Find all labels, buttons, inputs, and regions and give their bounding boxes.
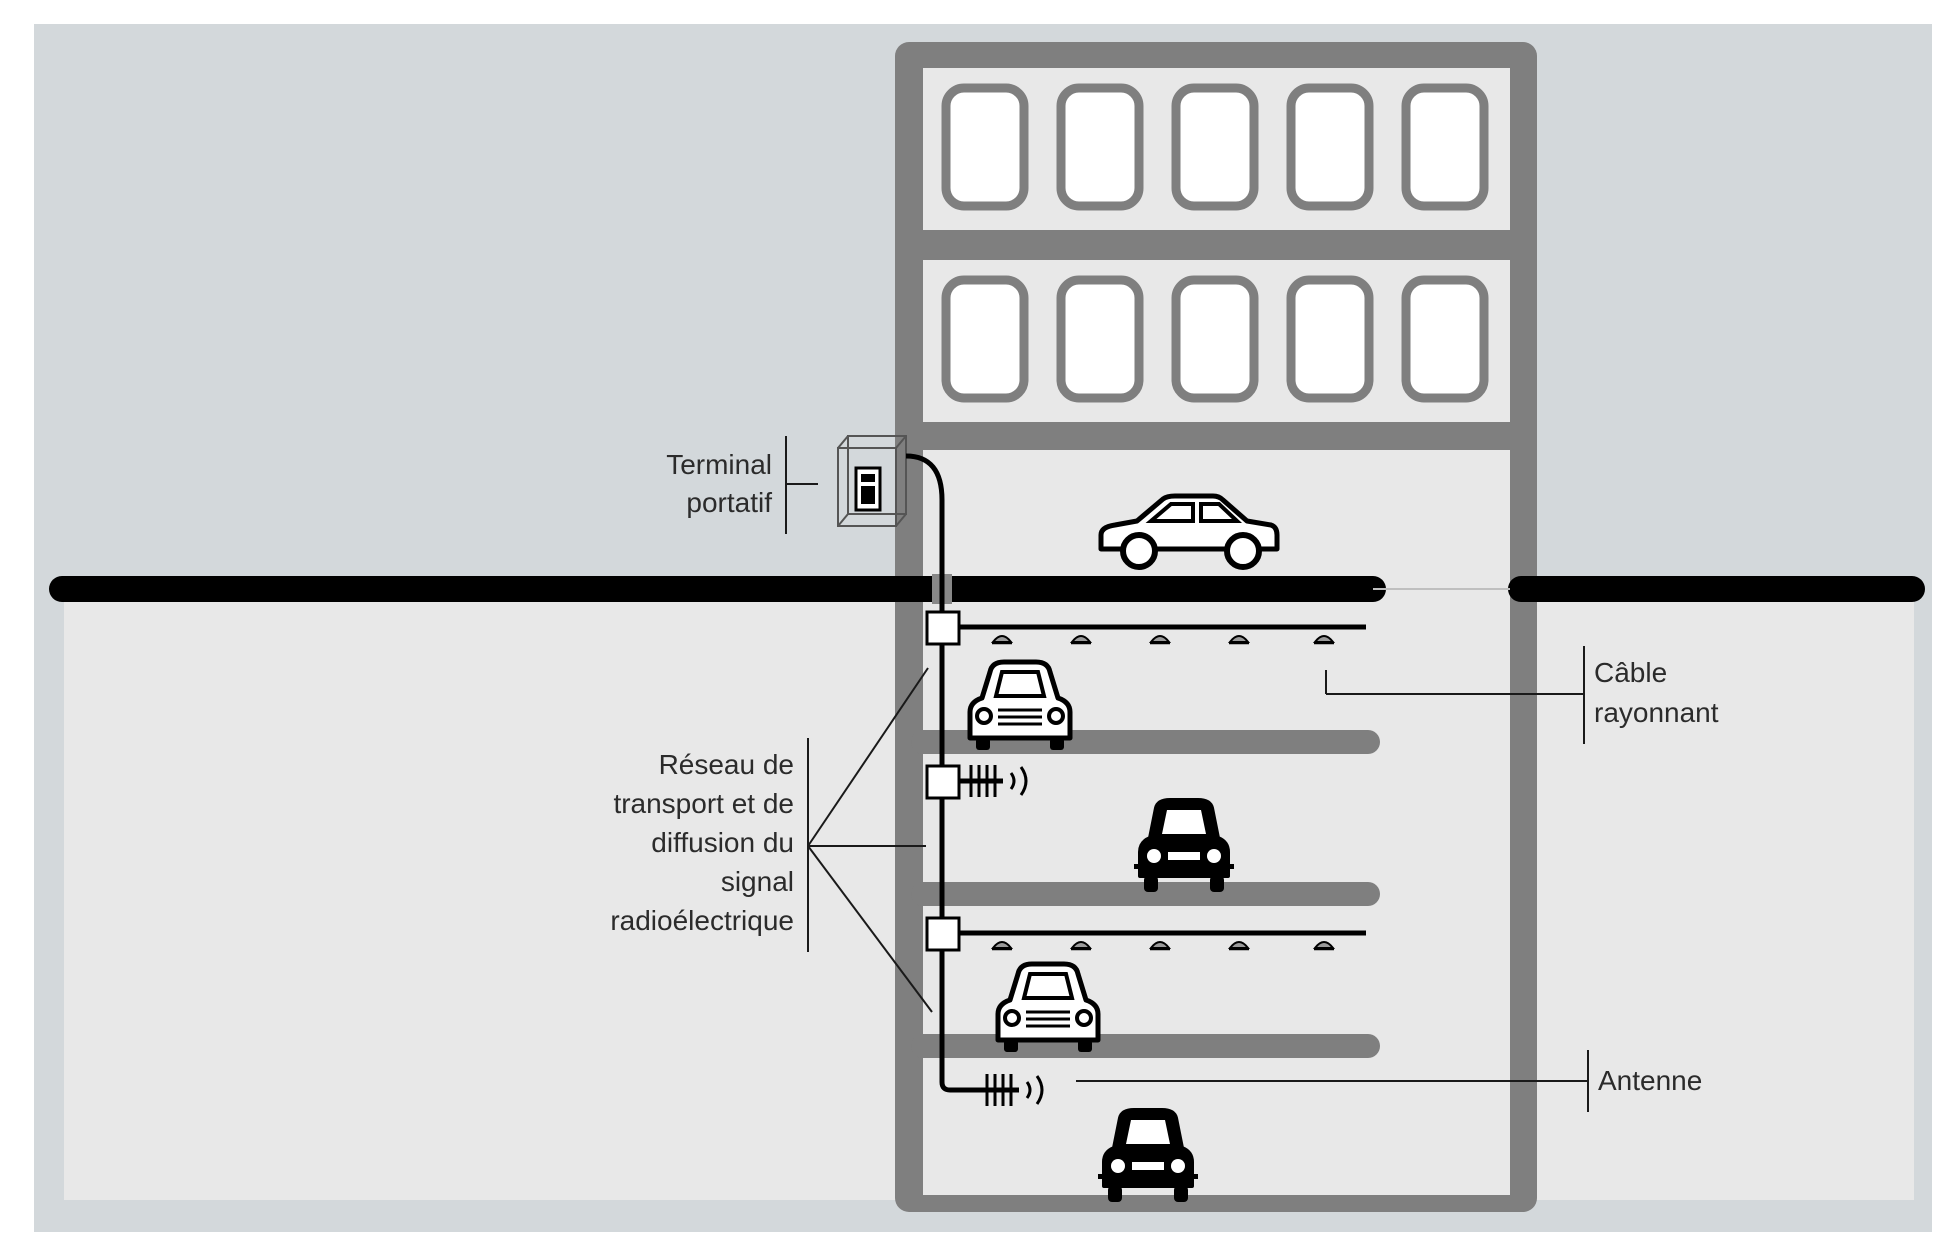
window [1171,275,1259,403]
coupler-box-icon [925,764,961,800]
window [1171,83,1259,211]
label-terminal: Terminal portatif [666,449,772,518]
label-cable: Câble rayonnant [1594,657,1719,728]
window [941,275,1029,403]
label-network: Réseau de transport et de diffusion du s… [610,749,794,936]
window [1056,275,1144,403]
label-line: Câble [1594,657,1667,688]
portable-terminal-icon [837,435,907,527]
label-line: diffusion du [651,827,794,858]
label-antenna: Antenne [1598,1065,1702,1096]
coupler-box-icon [925,916,961,952]
window [941,83,1029,211]
window [1401,275,1489,403]
coupler-box-icon [925,610,961,646]
label-line: rayonnant [1594,697,1719,728]
label-line: Terminal [666,449,772,480]
window [1286,83,1374,211]
windows-row-lower [941,275,1489,403]
label-line: signal [721,866,794,897]
label-line: portatif [686,487,772,518]
label-line: transport et de [613,788,794,819]
label-line: Antenne [1598,1065,1702,1096]
window [1401,83,1489,211]
label-line: radioélectrique [610,905,794,936]
window [1056,83,1144,211]
leader-lines [785,436,1589,1112]
label-line: Réseau de [659,749,794,780]
windows-row-upper [941,83,1489,211]
window [1286,275,1374,403]
